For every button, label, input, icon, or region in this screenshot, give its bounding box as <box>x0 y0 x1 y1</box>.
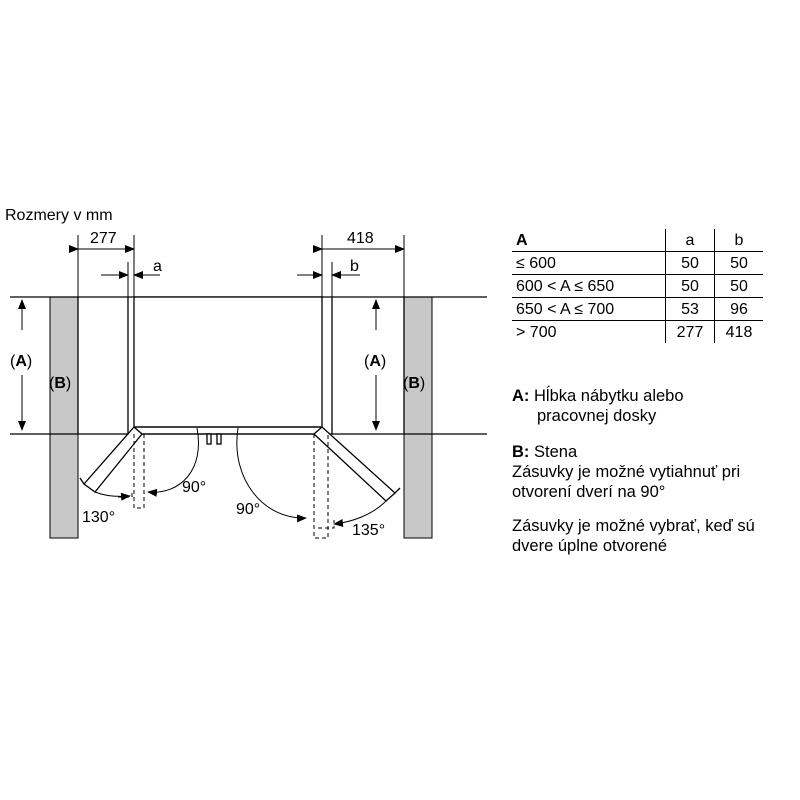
rotation-arcs <box>94 427 387 527</box>
left-door-open <box>79 426 143 493</box>
table-cell-a: 277 <box>665 320 715 343</box>
dim-gap-b <box>297 262 360 297</box>
dim-left-277 <box>69 235 135 297</box>
legend-b: B: Stena Zásuvky je možné vytiahnuť pri … <box>512 442 740 502</box>
installation-diagram: Rozmery v mm <box>5 207 487 539</box>
dim-gap-a <box>101 262 160 297</box>
depth-arrows <box>18 299 380 431</box>
table-cell-range: 600 < A ≤ 650 <box>512 274 666 298</box>
table-row: 650 < A ≤ 700 53 96 <box>512 297 763 321</box>
right-door-open <box>313 426 401 502</box>
table-header-a: A <box>512 229 666 252</box>
dim-left-value: 277 <box>90 230 117 247</box>
angle-left-inner: 90° <box>182 479 206 496</box>
legend-b-line1: Stena <box>534 443 578 461</box>
table-cell-range: ≤ 600 <box>512 251 666 275</box>
door-90-outlines <box>118 434 335 539</box>
table-cell-b: 96 <box>714 297 763 321</box>
dimension-table: A a b ≤ 600 50 50 600 < A ≤ 650 50 50 65… <box>512 229 763 343</box>
table-header-col-b: b <box>714 229 763 252</box>
legend-b-line2: Zásuvky je možné vytiahnuť pri <box>512 463 741 481</box>
gap-a-label: a <box>153 258 162 275</box>
wall-left <box>49 296 79 539</box>
legend-b-line3: otvorení dverí na 90° <box>512 483 666 501</box>
legend-a-line2: pracovnej dosky <box>537 407 657 425</box>
table-row: ≤ 600 50 50 <box>512 251 763 275</box>
units-caption: Rozmery v mm <box>5 207 113 224</box>
table-header-row: A a b <box>512 229 763 252</box>
label-b-right: (B) <box>403 375 425 392</box>
legend-a-line1: Hĺbka nábytku alebo <box>534 387 684 405</box>
angle-right-inner: 90° <box>236 501 260 518</box>
angle-left-outer: 130° <box>82 509 115 526</box>
table-cell-b: 50 <box>714 274 763 298</box>
wall-right <box>403 296 433 539</box>
table-cell-range: > 700 <box>516 323 557 341</box>
table-cell-b: 418 <box>714 320 763 343</box>
legend-a-key: A: <box>512 387 530 405</box>
table-cell-b: 50 <box>714 251 763 275</box>
drawer-note: Zásuvky je možné vybrať, keď sú dvere úp… <box>512 516 755 556</box>
door-handles <box>206 433 222 445</box>
label-a-right: (A) <box>364 353 386 370</box>
label-a-left: (A) <box>10 353 32 370</box>
table-cell-a: 50 <box>665 251 715 275</box>
drawer-note-line1: Zásuvky je možné vybrať, keď sú <box>512 517 755 535</box>
table-row: > 700 277 418 <box>512 320 763 343</box>
gap-b-label: b <box>350 258 359 275</box>
dim-right-value: 418 <box>347 230 374 247</box>
table-cell-a: 50 <box>665 274 715 298</box>
refrigerator-body <box>133 296 323 428</box>
table-header-col-a: a <box>665 229 715 252</box>
table-row: 600 < A ≤ 650 50 50 <box>512 274 763 298</box>
angle-right-outer: 135° <box>352 522 385 539</box>
label-b-left: (B) <box>49 375 71 392</box>
dim-right-418 <box>313 235 405 297</box>
legend-b-key: B: <box>512 443 530 461</box>
table-cell-a: 53 <box>665 297 715 321</box>
drawer-note-line2: dvere úplne otvorené <box>512 537 668 555</box>
table-cell-range: 650 < A ≤ 700 <box>512 297 666 321</box>
cabinet-panels <box>77 297 405 434</box>
legend-a: A: Hĺbka nábytku alebo pracovnej dosky <box>512 386 684 426</box>
